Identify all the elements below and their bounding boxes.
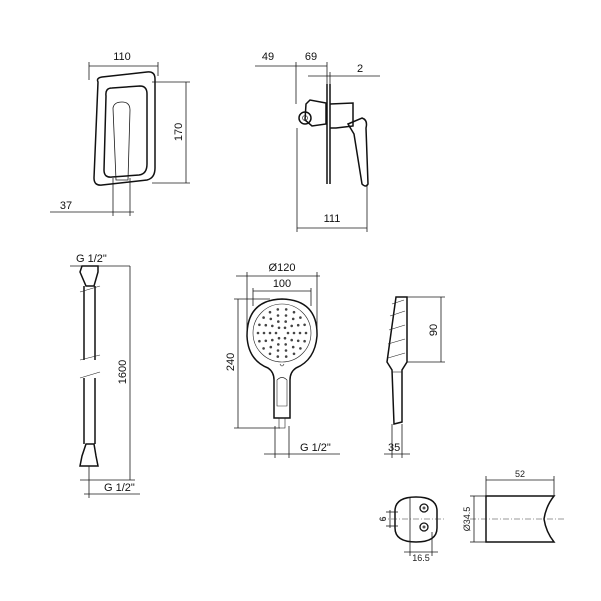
shower-length-label: 240 [225, 353, 237, 371]
nozzle-dot [292, 331, 296, 335]
nozzle-dot [299, 347, 302, 350]
mixer-width-label: 110 [113, 51, 131, 63]
shower-handle-depth-label: 35 [388, 442, 400, 454]
side-total-label: 111 [324, 213, 341, 225]
nozzle-dot [284, 343, 288, 346]
hose-bottom-thread-label: G 1/2" [104, 482, 135, 494]
nozzle-dot [256, 331, 260, 335]
nozzle-dot [283, 336, 287, 340]
mixer-side-view: 49 69 2 111 [255, 51, 380, 232]
nozzle-dot [304, 331, 308, 335]
nozzle-dot [271, 338, 274, 342]
nozzle-dot [276, 308, 280, 311]
hose-view: G 1/2" 1600 G 1/2" [70, 253, 140, 498]
nozzle-dots [256, 308, 308, 358]
nozzle-dot [299, 316, 302, 319]
nozzle-dot [262, 347, 265, 350]
nozzle-dot [292, 352, 296, 356]
mixer-offset-label: 37 [60, 200, 72, 212]
nozzle-dot [298, 331, 302, 335]
nozzle-dot [277, 326, 281, 330]
shower-outer-diameter-label: Ø120 [269, 262, 296, 274]
nozzle-dot [284, 320, 288, 323]
nozzle-dot [264, 323, 268, 327]
side-plate-label: 2 [357, 63, 363, 75]
mixer-height-label: 170 [173, 123, 185, 141]
nozzle-dot [276, 355, 280, 358]
holder-diameter-label: Ø34.5 [462, 507, 472, 532]
holder-length-label: 52 [515, 469, 525, 479]
shower-thread-label: G 1/2" [300, 442, 331, 454]
nozzle-dot [268, 331, 272, 335]
nozzle-dot [268, 352, 272, 356]
nozzle-dot [290, 338, 294, 342]
nozzle-dot [296, 323, 300, 327]
nozzle-dot [292, 310, 296, 314]
nozzle-dot [276, 349, 280, 352]
shower-head-depth-label: 90 [428, 324, 440, 336]
nozzle-dot [296, 339, 300, 343]
nozzle-dot [262, 316, 265, 319]
holder-front-view: 6 16.5 [378, 496, 446, 563]
nozzle-dot [284, 355, 288, 358]
nozzle-dot [303, 339, 306, 343]
nozzle-dot [303, 323, 306, 327]
nozzle-dot [258, 323, 261, 327]
nozzle-dot [291, 345, 295, 349]
shower-side-view: 90 35 [384, 296, 445, 458]
nozzle-dot [284, 308, 288, 311]
holder-base-label: 16.5 [412, 553, 430, 563]
holder-side-view: 52 Ø34.5 [462, 469, 566, 543]
nozzle-dot [268, 310, 272, 314]
nozzle-dot [269, 317, 273, 321]
nozzle-dot [277, 343, 280, 346]
nozzle-dot [274, 331, 278, 335]
nozzle-dot [286, 331, 290, 335]
hand-shower-view: Ø120 100 240 G 1/2" [225, 262, 340, 458]
nozzle-dot [262, 331, 266, 335]
mixer-front-view: 110 170 37 [50, 51, 190, 216]
side-depth-b-label: 69 [305, 51, 317, 63]
nozzle-dot [269, 345, 273, 349]
hose-top-thread-label: G 1/2" [76, 253, 107, 265]
hose-length-label: 1600 [117, 360, 129, 384]
nozzle-dot [277, 336, 281, 340]
nozzle-dot [277, 320, 280, 323]
holder-hole-spacing-label: 6 [378, 516, 388, 521]
nozzle-dot [264, 339, 268, 343]
nozzle-dot [276, 314, 280, 317]
nozzle-dot [271, 324, 274, 328]
nozzle-dot [284, 349, 288, 352]
nozzle-dot [290, 324, 294, 328]
nozzle-dot [284, 314, 288, 317]
nozzle-dot [258, 339, 261, 343]
side-depth-a-label: 49 [262, 51, 274, 63]
shower-inner-diameter-label: 100 [273, 278, 291, 290]
nozzle-dot [291, 317, 295, 321]
nozzle-dot [283, 326, 287, 330]
